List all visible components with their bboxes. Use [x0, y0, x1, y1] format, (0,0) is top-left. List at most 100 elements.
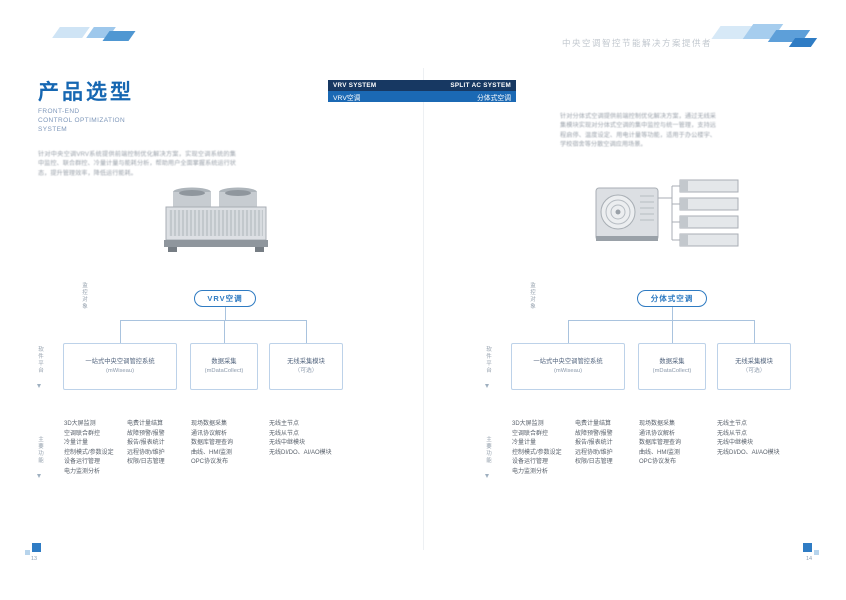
level-label-software: 软件平台 [485, 346, 491, 374]
product-box-title: 一站式中央空调管控系统 [85, 358, 155, 365]
down-arrow-icon [37, 384, 41, 388]
level-label-object: 监控对象 [529, 282, 535, 310]
feature-item: 权限/日志管理 [575, 459, 613, 466]
feature-item: 无线中继模块 [717, 440, 754, 447]
product-box-title: 无线采集模块 [735, 358, 773, 365]
connector-line [306, 320, 307, 343]
feature-item: 权限/日志管理 [127, 459, 165, 466]
feature-item: 报告/报表统计 [127, 440, 165, 447]
page-marker [32, 543, 41, 552]
page-marker [25, 550, 30, 555]
product-box-monitor: 一站式中央空调管控系统 (mWiseau) [63, 343, 177, 390]
level-label-function: 主要功能 [485, 436, 491, 464]
feature-item: 无线从节点 [269, 430, 300, 437]
product-box-collect: 数据采集 (mDataCollect) [190, 343, 258, 390]
down-arrow-icon [37, 474, 41, 478]
page-fold-divider [423, 68, 424, 550]
feature-item: 通讯协议解析 [639, 430, 676, 437]
feature-item: 曲线、HMI监测 [639, 449, 680, 456]
product-box-wireless: 无线采集模块 （可选） [717, 343, 791, 390]
feature-list-wireless: 无线主节点无线从节点无线中继模块无线DI/DO、AI/AO模块 [269, 420, 332, 458]
feature-item: 3D大屏监测 [512, 421, 544, 427]
page-subtitle: FRONT-END CONTROL OPTIMIZATION SYSTEM [38, 107, 125, 134]
connector-line [225, 307, 226, 320]
split-ac-image [595, 179, 739, 247]
feature-list-wireless: 无线主节点无线从节点无线中继模块无线DI/DO、AI/AO模块 [717, 420, 780, 458]
feature-item: 设备运行管理 [512, 459, 549, 466]
subtitle-line: SYSTEM [38, 126, 68, 133]
tab-split-ac-system: SPLIT AC SYSTEM [450, 82, 511, 89]
chiller-image [164, 187, 268, 252]
down-arrow-icon [485, 474, 489, 478]
connector-line [672, 307, 673, 320]
feature-list-main-a: 3D大屏监测空调联合群控冷量计量控制模式/参数设定设备运行管理电力监测分析 [512, 420, 562, 478]
product-box-subtitle: （可选） [294, 367, 318, 374]
feature-item: 电费计量结算 [127, 421, 164, 427]
feature-item: 故障预警/报警 [575, 430, 613, 437]
page-title: 产品选型 [38, 81, 134, 104]
feature-item: 控制模式/参数设定 [512, 449, 562, 456]
feature-list-main-b: 电费计量结算故障预警/报警报告/报表统计远程协助/维护权限/日志管理 [575, 420, 613, 468]
level-label-function: 主要功能 [37, 436, 43, 464]
split-root-node: 分体式空调 [637, 290, 707, 307]
feature-item: 无线从节点 [717, 430, 748, 437]
down-arrow-icon [485, 384, 489, 388]
connector-line [672, 320, 673, 343]
product-box-subtitle: (mWiseau) [105, 367, 135, 374]
product-box-title: 数据采集 [211, 358, 237, 365]
feature-item: 无线DI/DO、AI/AO模块 [269, 449, 332, 456]
product-box-collect: 数据采集 (mDataCollect) [638, 343, 706, 390]
feature-item: 电费计量结算 [575, 421, 612, 427]
product-box-subtitle: (mDataCollect) [652, 367, 692, 374]
page-number: 14 [806, 556, 813, 562]
feature-item: 冷量计量 [512, 440, 537, 447]
feature-item: 无线中继模块 [269, 440, 306, 447]
feature-item: 报告/报表统计 [575, 440, 613, 447]
connector-line [754, 320, 755, 343]
level-label-software: 软件平台 [37, 346, 43, 374]
page-number: 13 [31, 556, 38, 562]
feature-list-collect: 现场数据采集通讯协议解析数据库管理查询曲线、HMI监测 OPC协议发布 [639, 420, 681, 468]
tab-split-zh: 分体式空调 [477, 94, 511, 102]
feature-item: 电力监测分析 [64, 468, 101, 475]
connector-line [568, 320, 569, 343]
product-box-monitor: 一站式中央空调管控系统 (mWiseau) [511, 343, 625, 390]
product-box-title: 无线采集模块 [287, 358, 325, 365]
feature-item: 控制模式/参数设定 [64, 449, 114, 456]
feature-item: OPC协议发布 [191, 459, 229, 466]
feature-item: 数据库管理查询 [191, 440, 234, 447]
feature-item: 空调联合群控 [512, 430, 549, 437]
feature-item: 现场数据采集 [639, 421, 676, 427]
product-box-subtitle: （可选） [742, 367, 766, 374]
feature-item: 通讯协议解析 [191, 430, 228, 437]
feature-item: 设备运行管理 [64, 459, 101, 466]
subtitle-line: FRONT-END [38, 108, 80, 115]
feature-item: OPC协议发布 [639, 459, 677, 466]
feature-item: 无线DI/DO、AI/AO模块 [717, 449, 780, 456]
feature-item: 无线主节点 [717, 421, 748, 427]
feature-item: 远程协助/维护 [127, 449, 165, 456]
connector-line [120, 320, 121, 343]
product-box-wireless: 无线采集模块 （可选） [269, 343, 343, 390]
tabs-row-en: VRV SYSTEM SPLIT AC SYSTEM [328, 80, 516, 91]
feature-item: 故障预警/报警 [127, 430, 165, 437]
tab-vrv-system: VRV SYSTEM [333, 82, 377, 89]
vrv-root-node: VRV空调 [194, 290, 256, 307]
page-marker [814, 550, 819, 555]
feature-item: 数据库管理查询 [639, 440, 682, 447]
connector-line [120, 320, 306, 321]
feature-item: 冷量计量 [64, 440, 89, 447]
intro-text: 针对中央空调VRV系统提供前端控制优化解决方案，实现空调系统的集中监控、联合群控… [38, 151, 236, 177]
connector-line [224, 320, 225, 343]
intro-text: 针对分体式空调提供前端控制优化解决方案，通过无线采集模块实现对分体式空调的集中监… [560, 113, 716, 148]
feature-item: 空调联合群控 [64, 430, 101, 437]
page-marker [803, 543, 812, 552]
feature-list-main-a: 3D大屏监测空调联合群控冷量计量控制模式/参数设定设备运行管理电力监测分析 [64, 420, 114, 478]
feature-item: 远程协助/维护 [575, 449, 613, 456]
connector-line [568, 320, 754, 321]
feature-list-main-b: 电费计量结算故障预警/报警报告/报表统计远程协助/维护权限/日志管理 [127, 420, 165, 468]
